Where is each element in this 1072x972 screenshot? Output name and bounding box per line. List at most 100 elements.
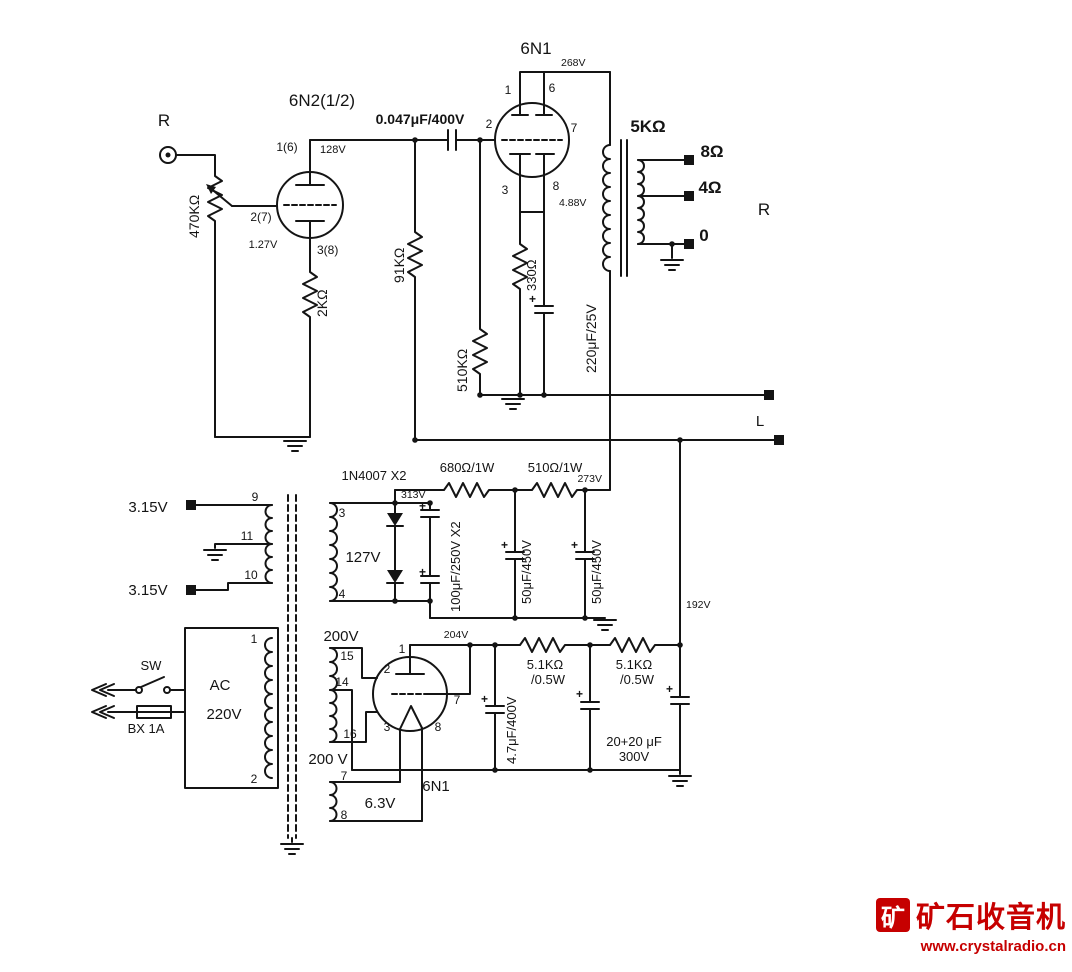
polarity-mark: + <box>529 292 536 306</box>
bottom-ground-bus <box>351 769 692 787</box>
pin-14: 14 <box>335 675 349 689</box>
watermark-logo-icon: 矿 <box>875 898 910 932</box>
tap-8ohm: 8Ω <box>700 142 723 161</box>
cap-2020uf-voltage: 300V <box>619 749 650 764</box>
coupling-cap <box>309 129 496 151</box>
r-cathode-2k: 2KΩ <box>314 289 330 317</box>
cathode-resistor-330 <box>512 239 528 396</box>
mains-input <box>91 676 186 719</box>
heater-315-b: 3.15V <box>128 582 167 599</box>
pin-15: 15 <box>340 649 354 663</box>
fuse-label: BX 1A <box>128 721 165 736</box>
watermark-url: www.crystalradio.cn <box>920 938 1066 955</box>
voltage-192: 192V <box>686 599 711 611</box>
v2-cathode-voltage: 4.88V <box>559 197 586 209</box>
r-filter-510: 510Ω/1W <box>528 460 583 475</box>
v2-plate-voltage: 268V <box>561 57 586 69</box>
v3-name: 6N1 <box>422 778 450 795</box>
tube-6n1-rectifier <box>372 644 471 822</box>
pin-2w: 2 <box>251 772 258 786</box>
final-filter-caps <box>485 644 690 771</box>
grid-resistor-510k <box>472 139 488 396</box>
rectifier-diodes <box>329 489 431 602</box>
pin-3w: 3 <box>339 506 346 520</box>
pin-7w: 7 <box>341 769 348 783</box>
watermark: 矿 矿石收音机 www.crystalradio.cn <box>875 894 1066 955</box>
pin-4w: 4 <box>339 587 346 601</box>
r-dropper2-watt: /0.5W <box>620 672 655 687</box>
speaker-r-label: R <box>758 200 770 219</box>
diode-type: 1N4007 X2 <box>341 468 406 483</box>
cathode-resistor-2k <box>302 220 318 438</box>
polarity-mark: + <box>419 499 426 513</box>
v2-pin1: 1 <box>505 83 512 97</box>
polarity-mark: + <box>501 538 508 552</box>
r-load-91k: 91KΩ <box>391 248 407 283</box>
power-transformer <box>184 494 423 855</box>
terminal-squares <box>186 155 784 595</box>
input-ground-bus <box>214 436 311 452</box>
v1-pin-plate: 1(6) <box>276 140 297 154</box>
preamp-rail-192v <box>414 439 775 646</box>
primary-220v: 220V <box>206 706 241 723</box>
filter-cap-50uf-b <box>575 489 595 619</box>
polarity-mark: + <box>481 692 488 706</box>
v2-pin2: 2 <box>486 117 493 131</box>
cap-47uf-value: 4.7μF/400V <box>504 696 519 764</box>
v2-pin6: 6 <box>549 81 556 95</box>
v1-plate-voltage: 128V <box>320 144 346 156</box>
v2-pin7: 7 <box>571 121 578 135</box>
doubler-caps-100uf <box>420 502 440 619</box>
pin-16: 16 <box>343 727 357 741</box>
plate-load-91k <box>407 139 423 441</box>
r-filter-680: 680Ω/1W <box>440 460 495 475</box>
bypass-cap-value: 220μF/25V <box>583 304 599 373</box>
v2-pin3: 3 <box>502 183 509 197</box>
v2-pin8: 8 <box>553 179 560 193</box>
input-jack <box>159 146 216 173</box>
pin-10: 10 <box>244 568 258 582</box>
r-grid-510k: 510KΩ <box>454 349 470 392</box>
b-plus-line <box>394 482 611 498</box>
pot-value: 470KΩ <box>186 195 202 238</box>
winding-200v-bottom: 200 V <box>308 751 347 768</box>
v3-pin1: 1 <box>399 642 406 656</box>
tap-4ohm: 4Ω <box>698 178 721 197</box>
tube-6n1-output <box>494 71 611 307</box>
coupling-cap-value: 0.047μF/400V <box>376 111 465 127</box>
pin-8w: 8 <box>341 808 348 822</box>
polarity-marks: + + + + + + + + <box>419 292 673 706</box>
pin-1w: 1 <box>251 632 258 646</box>
v2-name: 6N1 <box>520 39 551 58</box>
switch-label: SW <box>141 658 163 673</box>
doubler-cap-value: 100μF/250V X2 <box>448 521 463 612</box>
v1-pin-cathode: 3(8) <box>317 243 338 257</box>
input-label: R <box>158 111 170 130</box>
schematic-labels: R 470KΩ 6N2(1/2) 1(6) 128V 2(7) 1.27V 3(… <box>128 39 771 822</box>
pot-wiper-arrowhead <box>206 184 216 194</box>
filter-cap-b-value: 50μF/450V <box>589 540 604 604</box>
v3-pin7: 7 <box>454 693 461 707</box>
output-transformer <box>602 71 685 491</box>
v1-name: 6N2(1/2) <box>289 91 355 110</box>
polarity-mark: + <box>419 565 426 579</box>
v3-pin2: 2 <box>384 662 391 676</box>
r-cathode-330: 330Ω <box>524 259 539 291</box>
primary-ac: AC <box>210 677 231 694</box>
voltage-204: 204V <box>444 629 469 641</box>
bypass-cap-220uf <box>534 305 554 396</box>
r-dropper1: 5.1KΩ <box>527 657 564 672</box>
v1-cathode-voltage: 1.27V <box>249 239 278 251</box>
heater-315-a: 3.15V <box>128 499 167 516</box>
channel-l-label: L <box>756 413 764 430</box>
v1-pin-grid: 2(7) <box>250 210 271 224</box>
voltage-273: 273V <box>577 473 602 485</box>
filter-cap-a-value: 50μF/450V <box>519 540 534 604</box>
r-dropper1-watt: /0.5W <box>531 672 566 687</box>
opt-impedance: 5KΩ <box>630 117 665 136</box>
pin-11: 11 <box>241 529 254 543</box>
filter-cap-50uf-a <box>505 489 525 619</box>
junction-dots <box>165 137 683 773</box>
